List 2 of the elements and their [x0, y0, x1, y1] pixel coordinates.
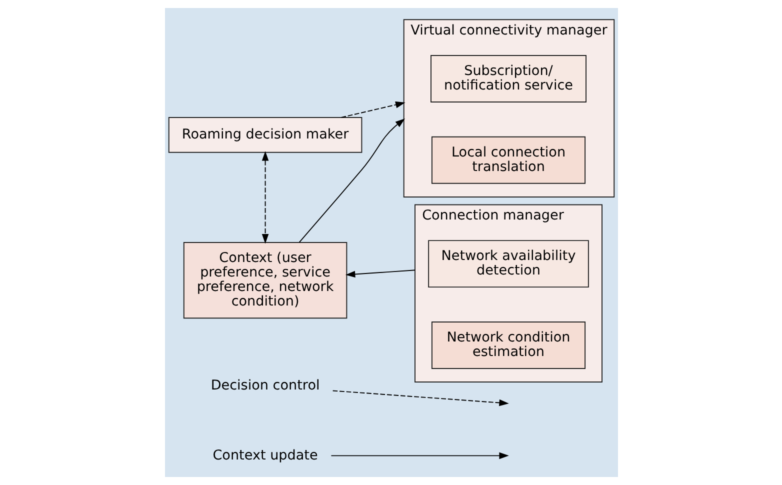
legend-label: Context update [212, 447, 318, 464]
legend-label: Decision control [210, 377, 320, 394]
